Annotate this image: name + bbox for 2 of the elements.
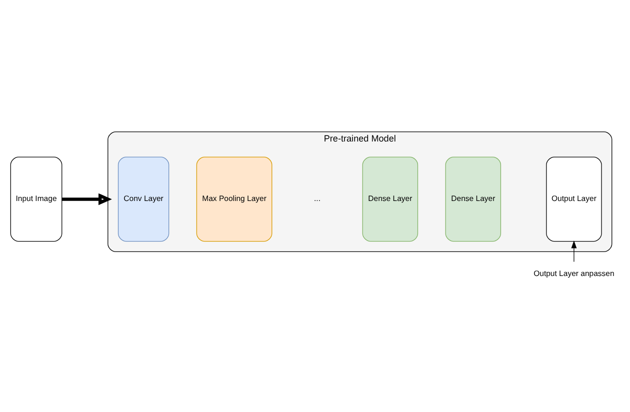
arrow (571, 240, 577, 262)
arrow (62, 193, 112, 206)
